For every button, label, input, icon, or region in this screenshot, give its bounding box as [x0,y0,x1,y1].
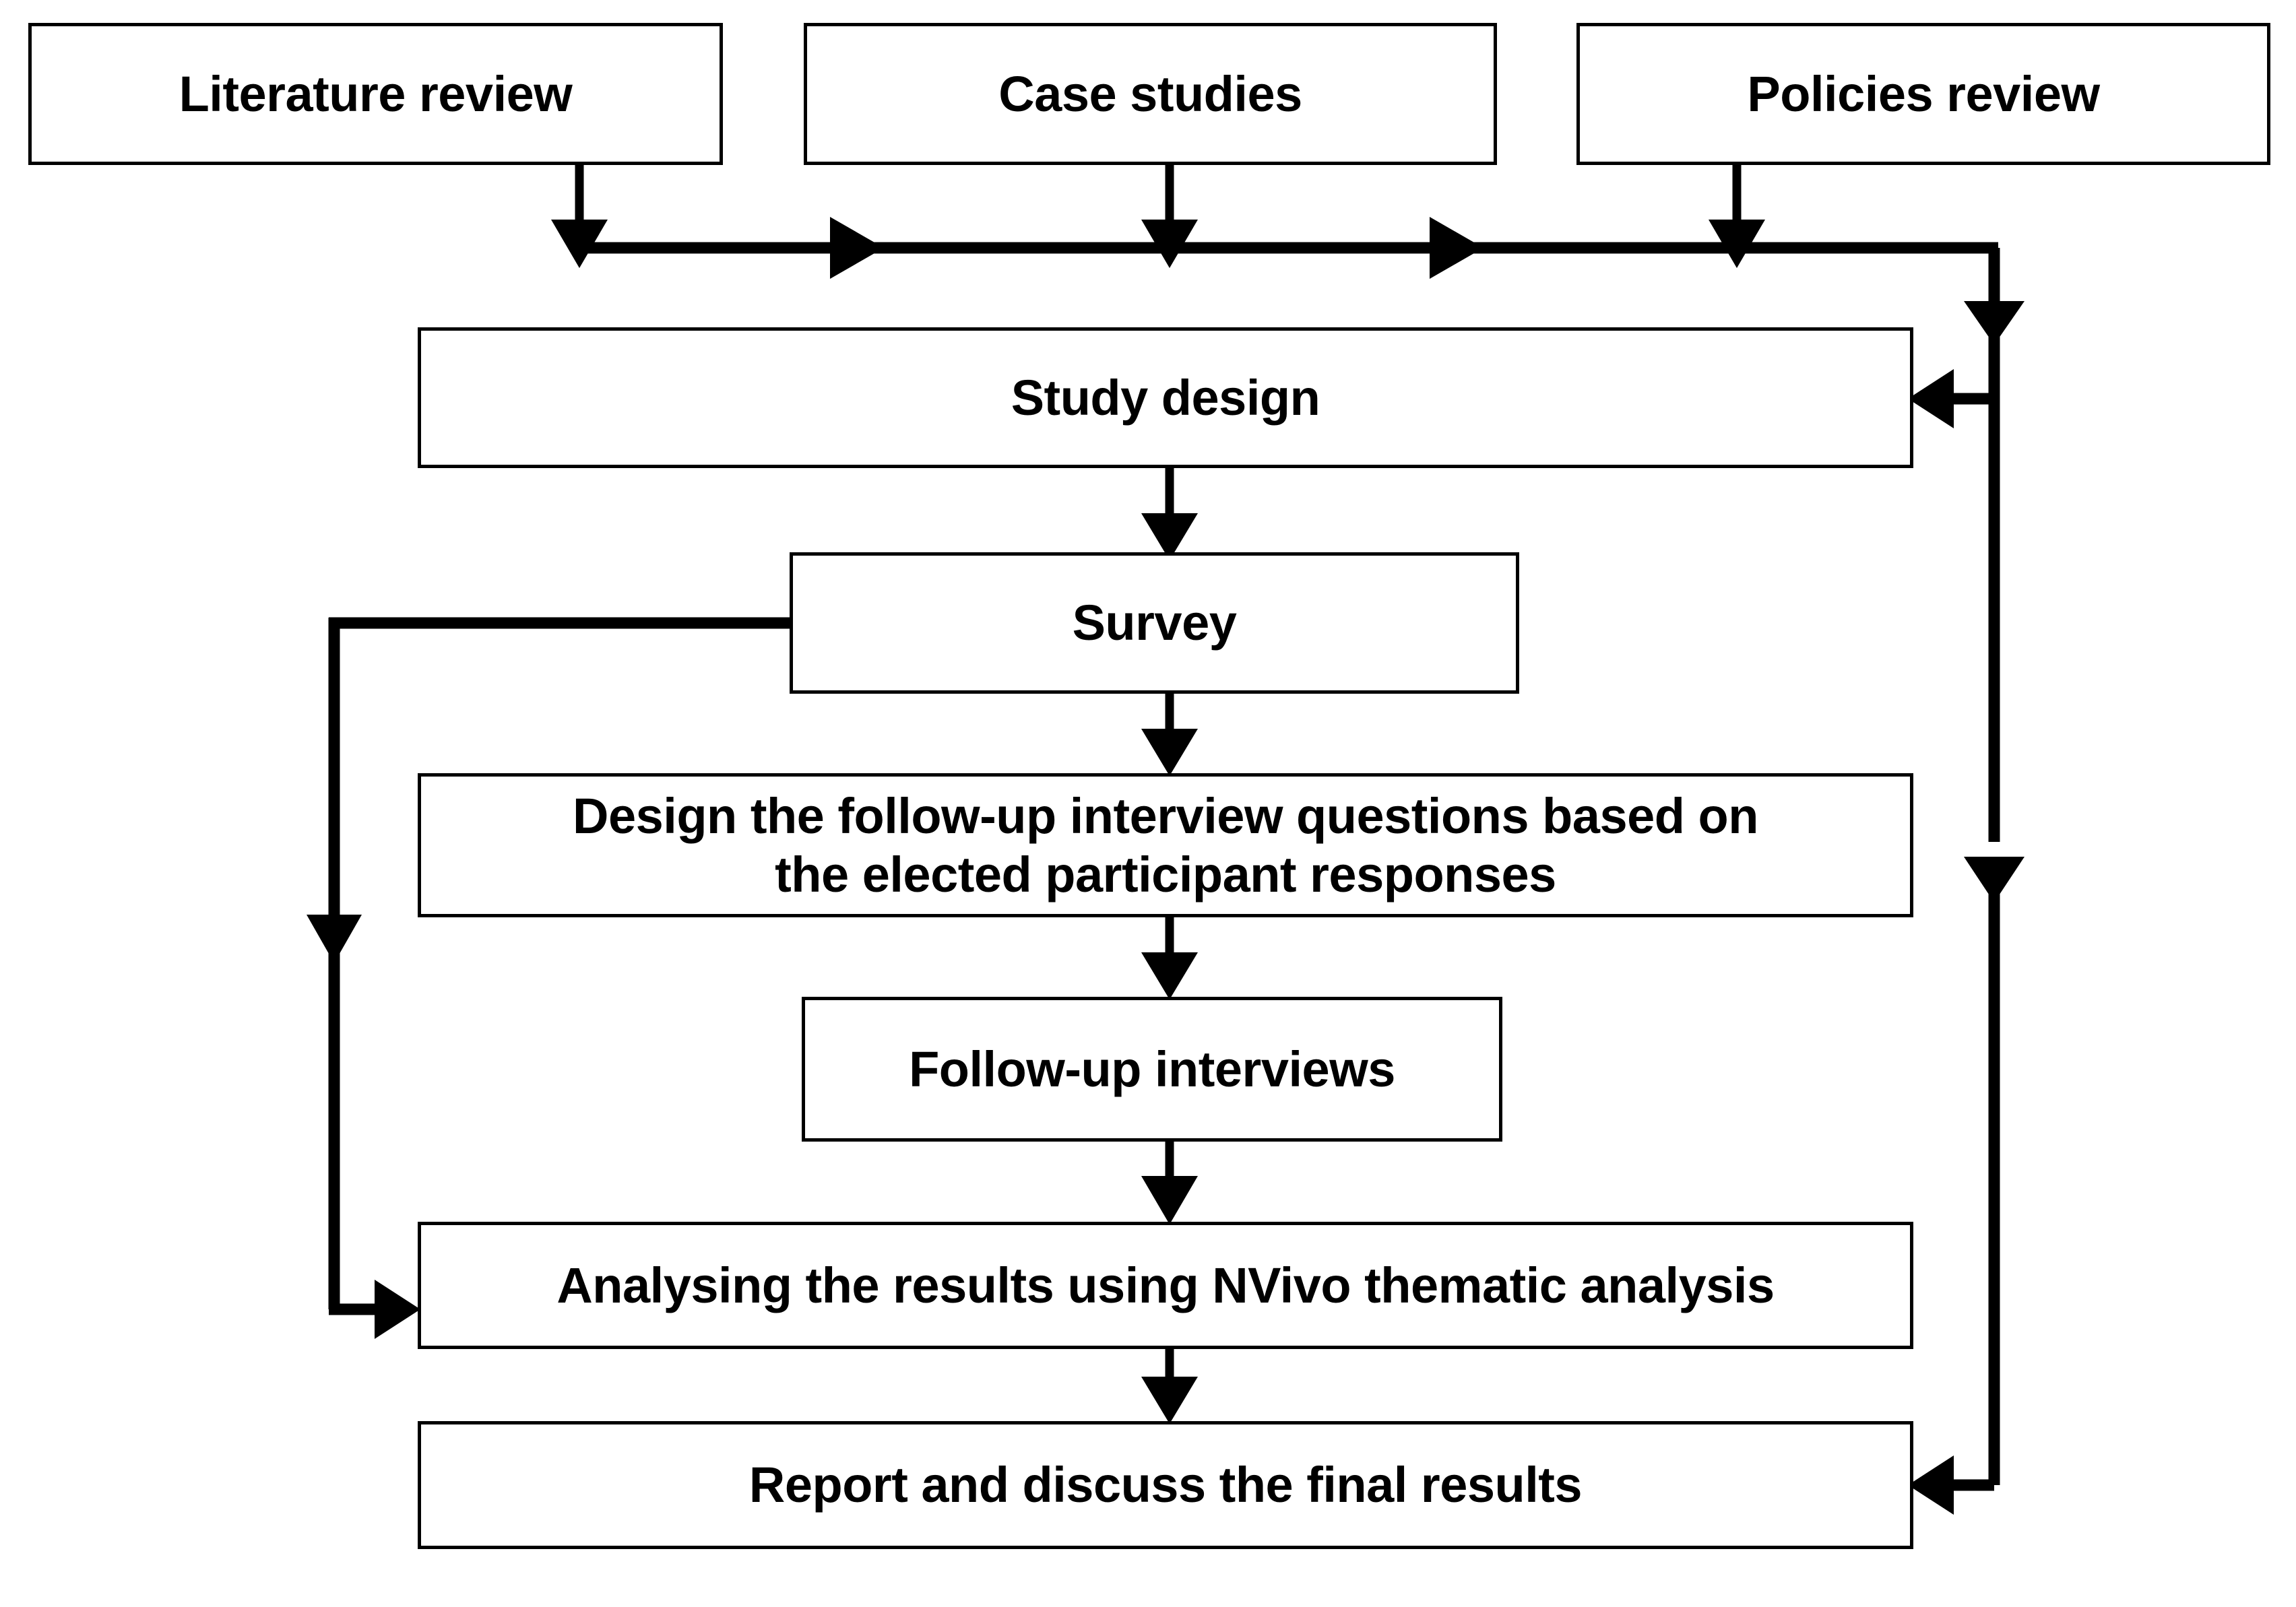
edge-interviews-to-analysing [1141,1142,1198,1224]
node-label-study-design: Study design [1011,369,1320,426]
edge-analysing-to-report [1141,1349,1198,1424]
node-label-survey: Survey [1072,595,1237,651]
node-design-followup-questions[interactable]: Design the follow-up interview questions… [418,773,1913,917]
edge-bus-to-study-design [1908,248,2024,842]
node-case-studies[interactable]: Case studies [804,23,1497,165]
node-label-analysing-results: Analysing the results using NVivo themat… [556,1257,1775,1313]
node-label-policies-review: Policies review [1747,65,2100,122]
node-policies-review[interactable]: Policies review [1576,23,2270,165]
edge-design-questions-to-interviews [1141,917,1198,999]
node-report-discuss[interactable]: Report and discuss the final results [418,1421,1913,1549]
edge-survey-to-design-questions [1141,694,1198,776]
edge-survey-bypass-to-analysing [307,617,790,1339]
node-study-design[interactable]: Study design [418,327,1913,468]
node-label-case-studies: Case studies [998,65,1302,122]
node-label-literature-review: Literature review [179,65,573,122]
node-label-report-discuss: Report and discuss the final results [748,1457,1583,1513]
node-analysing-results[interactable]: Analysing the results using NVivo themat… [418,1222,1913,1349]
node-survey[interactable]: Survey [790,552,1519,694]
node-literature-review[interactable]: Literature review [28,23,723,165]
node-label-design-followup-questions: Design the follow-up interview questions… [573,787,1758,903]
edge-collector-bus [579,217,1998,279]
node-followup-interviews[interactable]: Follow-up interviews [802,997,1502,1142]
node-label-followup-interviews: Follow-up interviews [909,1041,1395,1097]
edge-bus-to-report [1908,857,2024,1515]
edge-study-design-to-survey [1141,468,1198,560]
